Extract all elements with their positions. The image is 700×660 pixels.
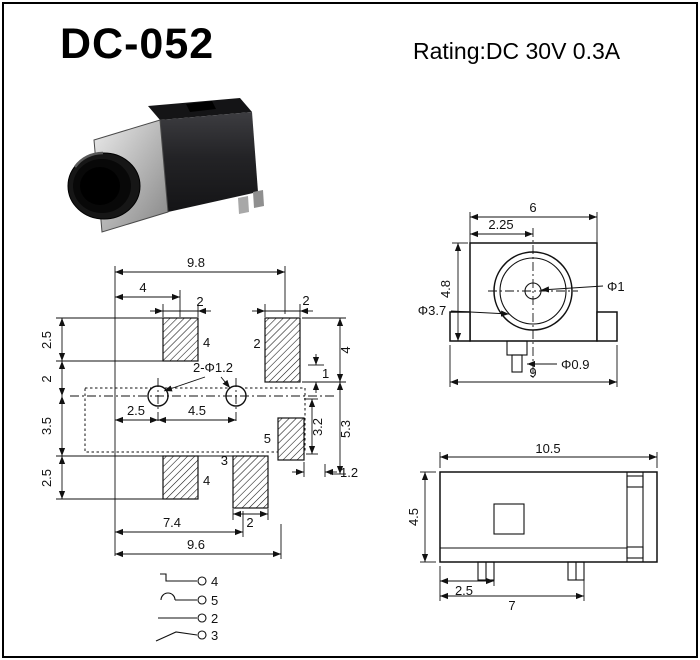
pad-top-right bbox=[264, 317, 301, 383]
rating-text: Rating:DC 30V 0.3A bbox=[413, 38, 621, 64]
front-flange-right bbox=[596, 311, 618, 342]
pad-bottom-center bbox=[232, 455, 269, 509]
dim-pad-bc-width: 2 bbox=[246, 515, 253, 530]
dim-right-d: 5.3 bbox=[338, 420, 353, 438]
dim-pcb-pad-offset: 4 bbox=[139, 280, 146, 295]
dim-side-foot-span: 7 bbox=[508, 598, 515, 613]
dim-front-center-offset: 2.25 bbox=[488, 217, 513, 232]
pcb-dimension-lines bbox=[56, 266, 346, 559]
dim-left-b: 2 bbox=[39, 375, 54, 382]
pcb-layout-drawing: 9.8 4 2 2 2.5 2 3.5 2.5 4 2 2-Φ1.2 2.5 4… bbox=[39, 255, 358, 559]
bottom-tab bbox=[506, 340, 528, 356]
dim-side-overall-width: 10.5 bbox=[535, 441, 560, 456]
dim-side-foot-offset: 2.5 bbox=[455, 583, 473, 598]
dim-tab-diameter: Φ0.9 bbox=[561, 357, 589, 372]
schematic-pin-label: 4 bbox=[211, 574, 218, 589]
dim-front-body-height: 4.8 bbox=[438, 280, 453, 298]
dim-width-96: 9.6 bbox=[187, 537, 205, 552]
schematic-symbol: 4 5 2 3 bbox=[155, 573, 218, 643]
dim-pin-diameter: Φ1 bbox=[607, 279, 625, 294]
photo-pin bbox=[253, 190, 264, 208]
side-dimension-lines bbox=[420, 452, 658, 601]
schematic-contacts bbox=[155, 573, 207, 642]
bottom-pin bbox=[511, 354, 523, 373]
side-window bbox=[493, 503, 525, 535]
front-flange-left bbox=[449, 311, 471, 342]
dim-width-74: 7.4 bbox=[163, 515, 181, 530]
photo-barrel-bore bbox=[80, 167, 120, 205]
front-dimension-lines bbox=[449, 212, 618, 387]
dim-right-e: 1.2 bbox=[340, 465, 358, 480]
dim-pad-tl-height: 4 bbox=[203, 335, 210, 350]
dim-hole-pitch: 4.5 bbox=[188, 403, 206, 418]
schematic-pin-label: 3 bbox=[211, 628, 218, 643]
dim-right-b: 1 bbox=[322, 366, 329, 381]
dim-jack-diameter: Φ3.7 bbox=[418, 303, 446, 318]
dim-pad-tl-width: 2 bbox=[196, 294, 203, 309]
part-number-title: DC-052 bbox=[60, 20, 215, 68]
dim-pad-right-label: 5 bbox=[264, 431, 271, 446]
product-photo bbox=[67, 98, 264, 233]
front-view-drawing: 6 2.25 4.8 Φ3.7 Φ1 Φ0.9 9 bbox=[418, 200, 625, 387]
side-flange-tab-top bbox=[626, 475, 644, 488]
photo-top-notch bbox=[186, 101, 216, 112]
dim-hole-offset: 2.5 bbox=[127, 403, 145, 418]
dim-left-d: 2.5 bbox=[39, 469, 54, 487]
dim-pcb-overall-width: 9.8 bbox=[187, 255, 205, 270]
dim-side-body-height: 4.5 bbox=[406, 508, 421, 526]
dim-pad-bc-height: 3 bbox=[221, 453, 228, 468]
dim-front-overall-width: 9 bbox=[529, 365, 536, 380]
side-flange-tab-bottom bbox=[626, 546, 644, 559]
dim-left-a: 2.5 bbox=[39, 331, 54, 349]
dim-pad-bl-height: 4 bbox=[203, 473, 210, 488]
side-view-drawing: 10.5 4.5 2.5 7 bbox=[406, 441, 658, 613]
dim-pad-tr-width: 2 bbox=[302, 293, 309, 308]
schematic-pin-label: 2 bbox=[211, 611, 218, 626]
side-body bbox=[439, 471, 658, 563]
dim-holes-callout: 2-Φ1.2 bbox=[193, 360, 233, 375]
pad-bottom-left bbox=[162, 455, 199, 500]
dim-mid-gap: 2 bbox=[253, 336, 260, 351]
pad-right bbox=[277, 417, 305, 461]
dim-right-a: 4 bbox=[338, 346, 353, 353]
dim-right-c: 3.2 bbox=[310, 418, 325, 436]
dim-left-c: 3.5 bbox=[39, 417, 54, 435]
dim-front-body-width: 6 bbox=[529, 200, 536, 215]
component-outline-dotted bbox=[84, 387, 306, 453]
photo-barrel-highlight bbox=[73, 151, 104, 168]
photo-pin bbox=[238, 196, 249, 214]
photo-body bbox=[160, 112, 258, 212]
schematic-pin-label: 5 bbox=[211, 593, 218, 608]
pad-top-left bbox=[162, 317, 199, 362]
